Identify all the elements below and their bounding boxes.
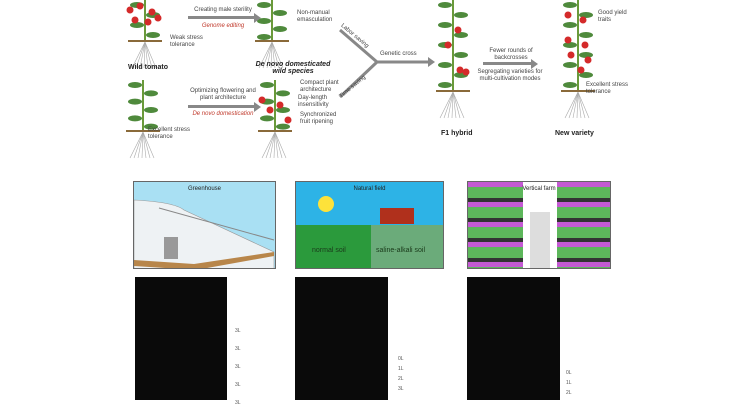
plant4-note: Synchronized fruit ripening <box>300 112 337 125</box>
arrow1-bottom: Genome editing <box>201 23 245 29</box>
panel-title: Natural field <box>353 186 386 192</box>
branch-arrow <box>338 28 435 99</box>
tomato-plant-icon <box>258 80 292 159</box>
normal-soil-label: normal soil <box>312 247 346 254</box>
wild-tomato-note: Weak stress tolerance <box>170 35 203 48</box>
node-label: 1L <box>398 366 404 372</box>
sun-icon <box>318 196 334 212</box>
photo-compact-tomato <box>295 277 388 400</box>
wild-tomato-label: Wild tomato <box>128 64 168 71</box>
greenhouse-panel: Greenhouse <box>133 181 276 269</box>
photo-new-variety <box>467 277 560 400</box>
arrow-head <box>531 59 538 69</box>
arrow-right <box>188 105 256 108</box>
arrow2-bottom: De novo domestication <box>192 111 254 117</box>
node-label: 0L <box>398 356 404 362</box>
node-label: 0L <box>566 370 572 376</box>
arrow3-bottom: Segregating varieties for multi-cultivat… <box>477 69 543 82</box>
node-label: 2L <box>398 376 404 382</box>
natural-field-panel: Natural field normal soil saline-alkali … <box>295 181 444 269</box>
genetic-cross: Genetic cross <box>380 51 417 57</box>
panel-title: Greenhouse <box>187 186 222 192</box>
node-label: 1L <box>566 380 572 386</box>
arrow1-top: Creating male sterility <box>194 7 252 13</box>
plant4-note: Compact plant architecture <box>300 80 339 93</box>
node-label: 3L <box>235 364 241 370</box>
arrow3-top: Fewer rounds of backcrosses <box>489 48 533 61</box>
wild-species-note: Excellent stress tolerance <box>148 127 191 140</box>
arrow-head <box>254 102 261 112</box>
arrow-right <box>483 62 533 65</box>
arrow-right <box>188 16 256 19</box>
arrow-head <box>254 13 261 23</box>
saline-soil-label: saline-alkali soil <box>376 247 426 254</box>
plant2-note: Non-manual emasculation <box>297 10 333 23</box>
node-label: 3L <box>235 328 241 334</box>
new-variety-note: Excellent stress tolerance <box>586 82 629 95</box>
node-label: 3L <box>235 400 241 406</box>
plant4-note: Day-length insensitivity <box>298 95 329 108</box>
node-label: 3L <box>235 346 241 352</box>
tomato-plant-icon <box>436 0 470 119</box>
panel-title: Vertical farm <box>522 186 556 192</box>
node-label: 3L <box>398 386 404 392</box>
tomato-plant-icon <box>126 80 160 159</box>
tomato-plant-icon <box>255 0 289 69</box>
new-variety-label: New variety <box>555 130 594 137</box>
node-label: 3L <box>235 382 241 388</box>
arrow2-top: Optimizing flowering and plant architect… <box>190 88 256 101</box>
f1-label: F1 hybrid <box>441 130 473 137</box>
tomato-plant-icon <box>561 0 595 119</box>
vertical-farm-panel: Vertical farm <box>467 181 611 269</box>
node-label: 2L <box>566 390 572 396</box>
new-variety-note: Good yield traits <box>598 10 627 23</box>
tractor-icon <box>380 208 414 224</box>
de-novo-label: De novo domesticated wild species <box>255 61 331 75</box>
photo-wild-tomato <box>135 277 227 400</box>
tomato-plant-icon <box>126 0 162 69</box>
